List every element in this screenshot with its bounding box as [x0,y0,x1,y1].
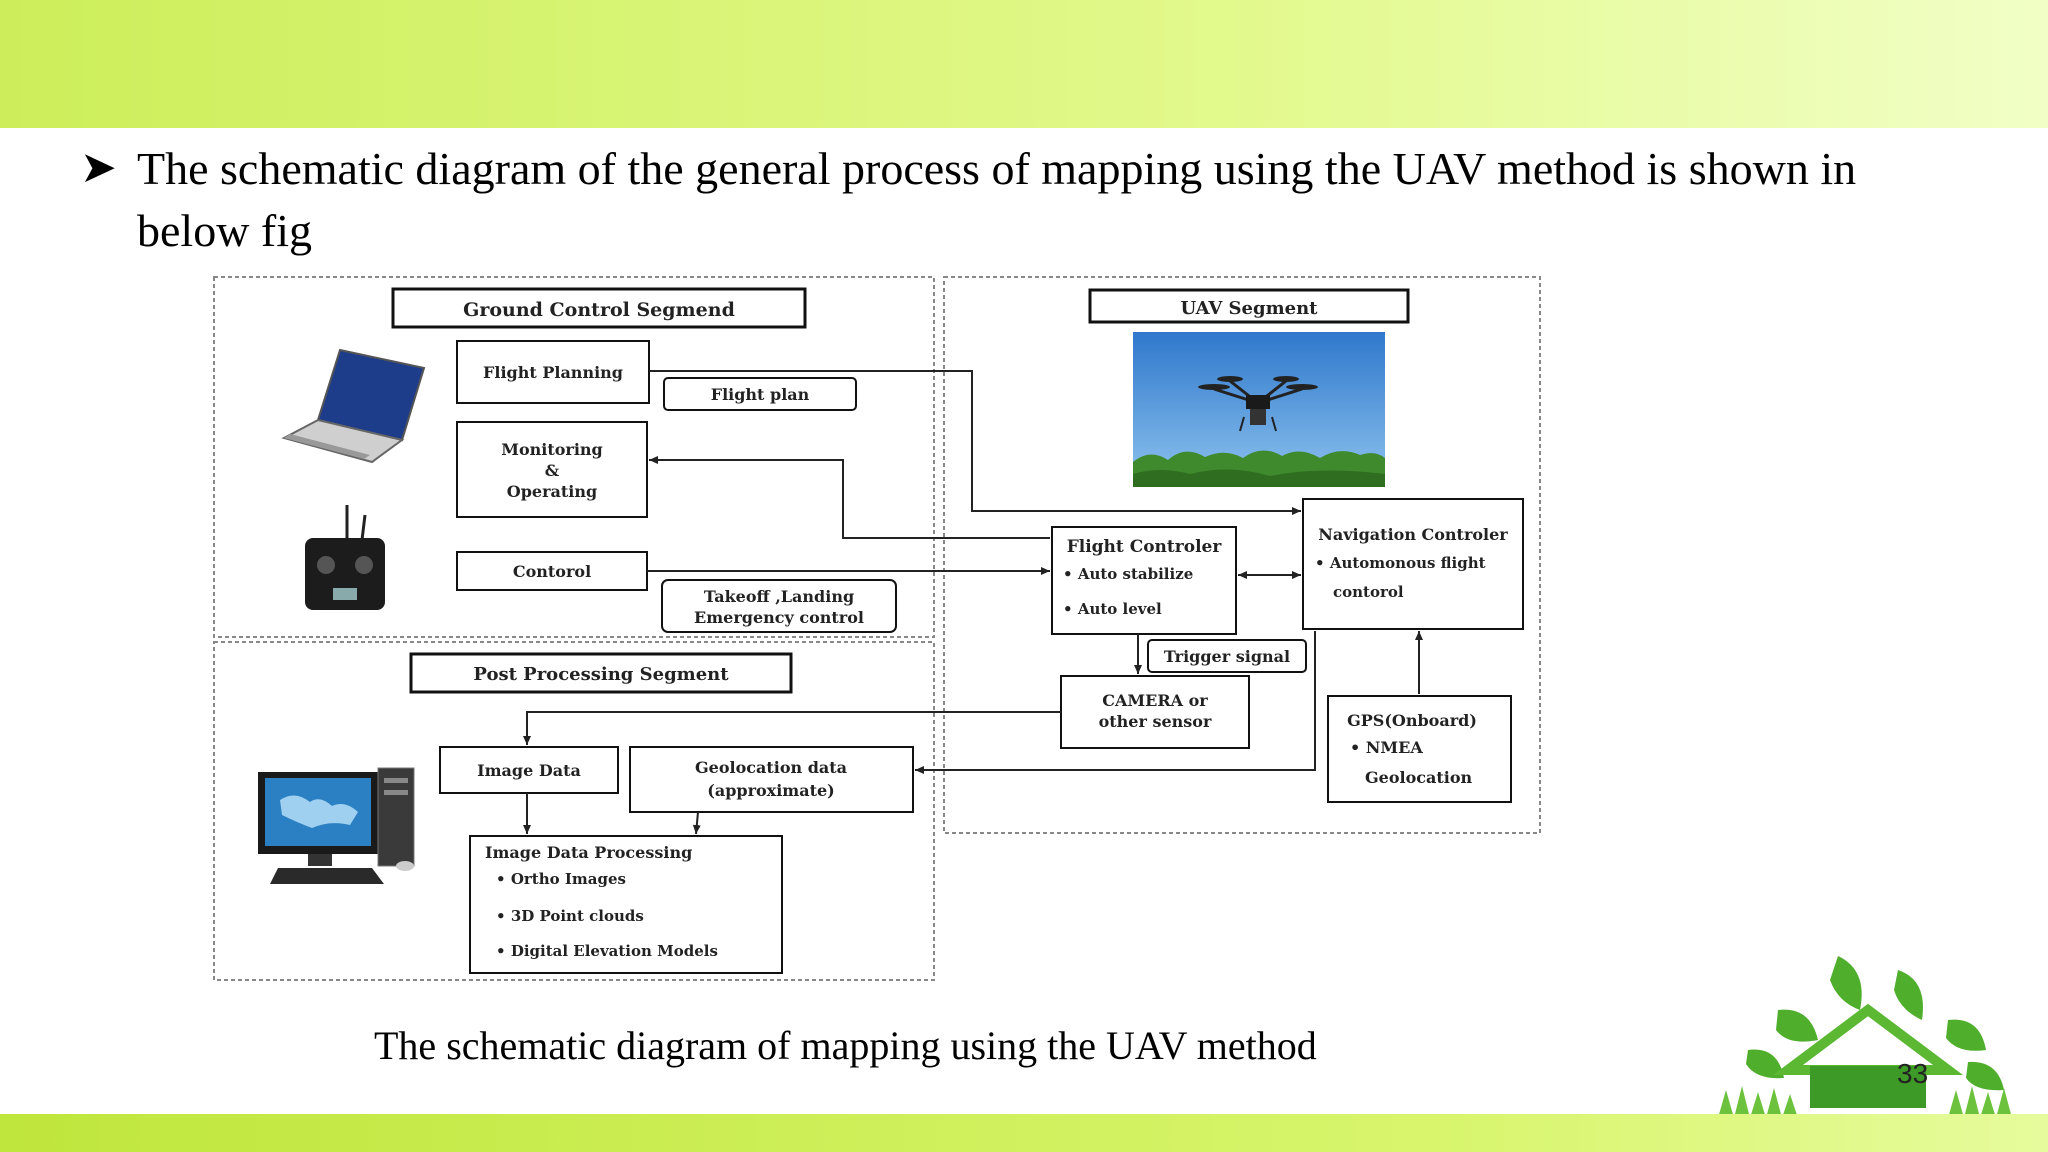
gps-item-nmea: • NMEA [1350,738,1423,757]
post-segment-title: Post Processing Segment [473,664,729,685]
page-number: 33 [1897,1058,1929,1089]
flight-controller-item-auto-stabilize: • Auto stabilize [1063,565,1193,583]
drone-icon [1198,376,1318,432]
arrow-navigation-to-geolocation [915,631,1316,774]
image-processing-item-point-clouds: • 3D Point clouds [496,907,644,925]
trigger-signal-box [1147,639,1307,673]
post-segment-title-box [409,652,793,694]
arrow-flight-controller-to-monitoring [649,456,1050,539]
navigation-controller-item-control: contorol [1333,583,1404,601]
takeoff-label-line1: Takeoff ,Landing [704,587,854,606]
flight-controller-item-auto-level: • Auto level [1063,600,1162,618]
top-decorative-band [0,0,2048,128]
flight-plan-label: Flight plan [711,385,810,404]
geolocation-data-box [629,746,914,813]
navigation-controller-item-autonomous: • Automonous flight [1315,554,1486,572]
control-box [456,551,648,591]
remote-controller-icon [305,505,385,610]
figure-caption: The schematic diagram of mapping using t… [374,1023,1317,1068]
uav-segment-title-box [1088,288,1410,324]
flight-controller-title: Flight Controler [1067,537,1223,557]
monitoring-label-line1: Monitoring [501,440,602,459]
takeoff-box [661,579,897,633]
arrow-camera-to-image-data [523,711,1061,745]
flight-planning-label: Flight Planning [483,363,623,382]
gps-item-geolocation: Geolocation [1365,768,1473,787]
arrow-flight-planning-to-navigation [649,370,1301,515]
camera-label-line2: other sensor [1099,712,1212,731]
monitoring-label-line2: & [545,461,560,480]
laptop-icon [281,348,426,464]
flight-controller-box [1051,526,1237,635]
navigation-controller-title: Navigation Controler [1318,525,1508,544]
slide-heading: The schematic diagram of the general pro… [137,143,1857,256]
image-processing-item-ortho: • Ortho Images [496,870,626,888]
image-processing-title: Image Data Processing [485,843,692,862]
image-data-box [439,746,619,794]
monitoring-box [456,421,648,518]
bottom-decorative-band [0,1114,2048,1152]
ground-segment-frame [213,276,935,638]
bullet-arrow-icon: ➤ [80,143,117,192]
uav-segment-frame [943,276,1541,834]
post-segment-frame [213,641,935,981]
gps-box [1327,695,1512,803]
navigation-controller-box [1302,498,1524,630]
uav-segment-title: UAV Segment [1181,298,1319,319]
connectors [523,370,1423,835]
trigger-signal-label: Trigger signal [1164,647,1290,666]
ground-segment-title: Ground Control Segmend [463,299,735,321]
takeoff-label-line2: Emergency control [694,608,864,627]
gps-title: GPS(Onboard) [1347,711,1477,730]
monitoring-label-line3: Operating [507,482,597,501]
image-processing-box [469,835,783,974]
desktop-computer-icon [258,767,415,884]
drone-photo [1133,332,1385,487]
geolocation-label-line2: (approximate) [707,781,834,800]
camera-box [1060,675,1250,749]
flight-plan-box [663,377,857,411]
control-label: Contorol [513,562,591,581]
geolocation-label-line1: Geolocation data [695,758,847,777]
image-processing-item-dem: • Digital Elevation Models [496,942,718,960]
ground-segment-title-box [391,287,807,329]
eco-house-icon [1718,956,2012,1118]
image-data-label: Image Data [477,761,581,780]
arrow-geolocation-to-processing [692,811,701,835]
camera-label-line1: CAMERA or [1102,691,1208,710]
